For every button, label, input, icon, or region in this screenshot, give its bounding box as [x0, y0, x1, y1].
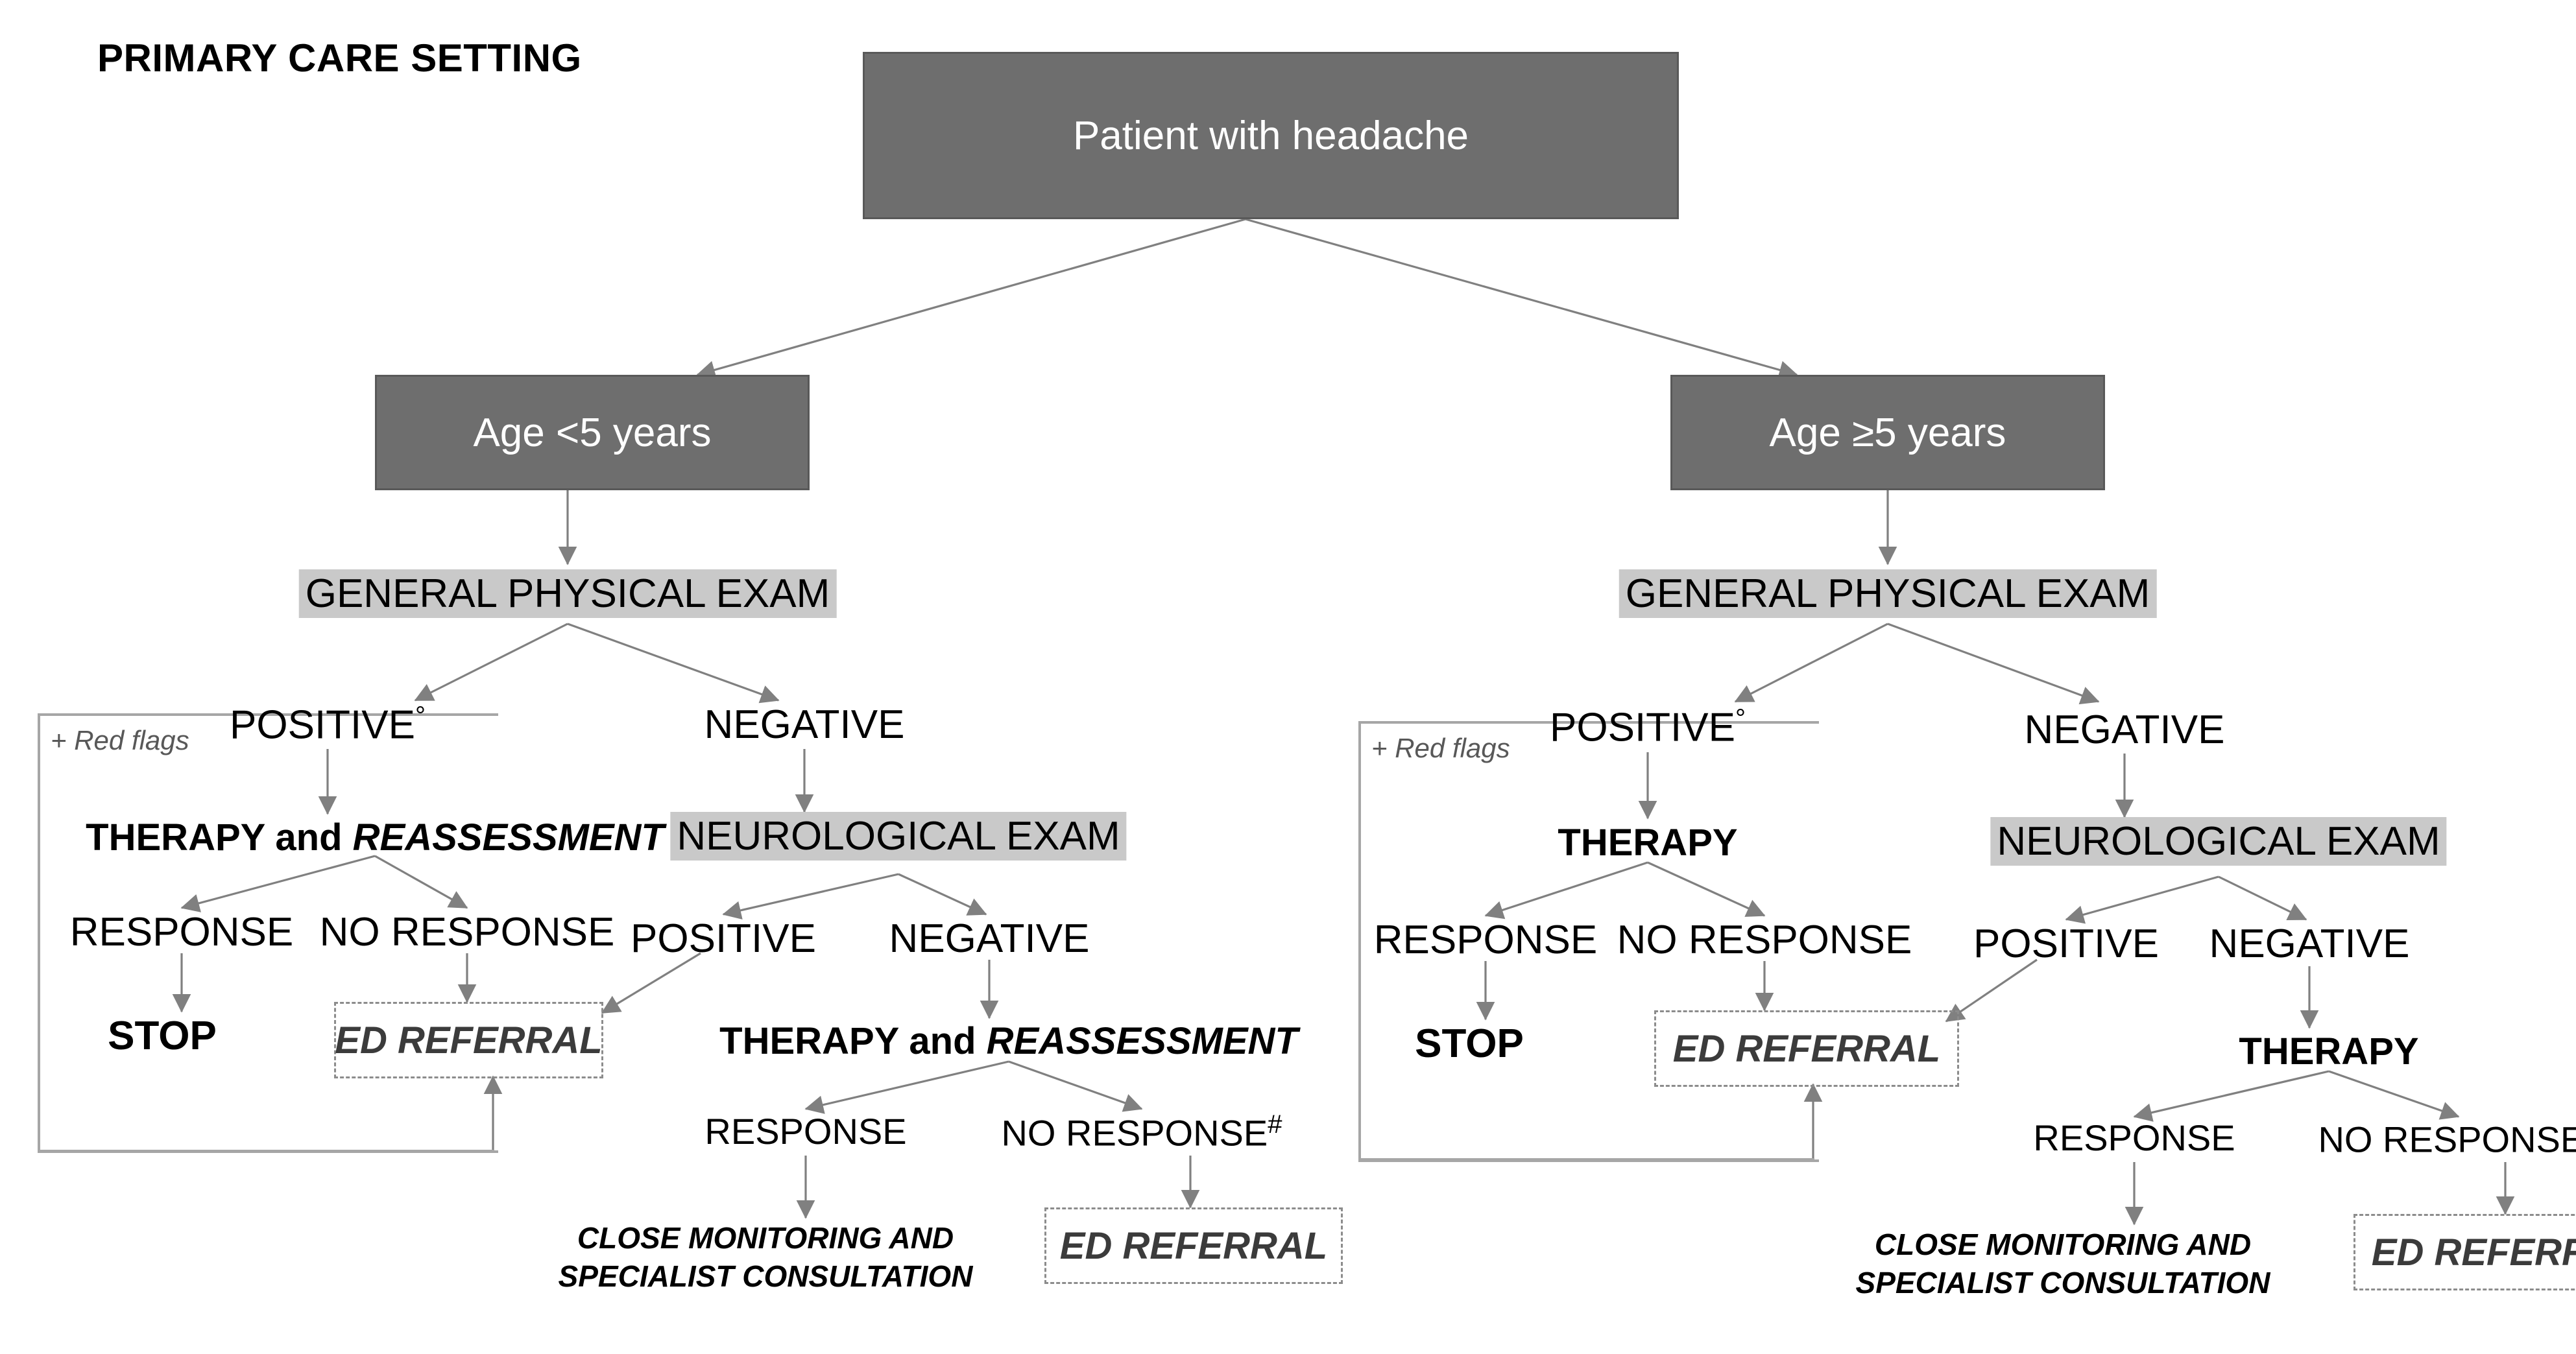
- label-left-neuro-negative: NEGATIVE: [889, 916, 1090, 961]
- right-red-flags-label: + Red flags: [1371, 733, 1510, 763]
- outcome-line-1: CLOSE MONITORING AND: [1874, 1228, 2252, 1261]
- node-label: Age ≥5 years: [1769, 410, 2006, 455]
- node-left-neurological-exam[interactable]: NEUROLOGICAL EXAM: [670, 812, 1127, 861]
- label-right-therapy-no-response: NO RESPONSE: [1617, 918, 1912, 962]
- node-right-final-ed-referral[interactable]: ED REFERRAL: [2353, 1214, 2576, 1290]
- right-red-flags-bracket: [1358, 721, 1819, 1162]
- label-left-final-response: RESPONSE: [704, 1111, 907, 1152]
- page-title: PRIMARY CARE SETTING: [97, 36, 582, 80]
- label-left-therapy-response: RESPONSE: [69, 910, 294, 955]
- node-right-therapy[interactable]: THERAPY: [1558, 822, 1738, 864]
- node-left-ed-referral[interactable]: ED REFERRAL: [334, 1002, 603, 1078]
- node-patient-with-headache[interactable]: Patient with headache: [863, 52, 1679, 219]
- node-label: ED REFERRAL: [1672, 1027, 1941, 1070]
- node-left-neuro-therapy-reassessment[interactable]: THERAPY and REASSESSMENT: [719, 1020, 1298, 1062]
- node-label: NEUROLOGICAL EXAM: [1990, 817, 2447, 866]
- label-right-gpe-positive: POSITIVE°: [1550, 704, 1746, 750]
- label-left-neuro-positive: POSITIVE: [631, 916, 816, 961]
- outcome-line-2: SPECIALIST CONSULTATION: [1855, 1265, 2270, 1300]
- node-label: Age <5 years: [473, 410, 712, 455]
- label-left-therapy-no-response: NO RESPONSE: [319, 910, 615, 955]
- node-label: ED REFERRAL: [1059, 1224, 1328, 1267]
- node-right-stop[interactable]: STOP: [1415, 1021, 1524, 1066]
- node-right-general-physical-exam[interactable]: GENERAL PHYSICAL EXAM: [1619, 569, 2157, 618]
- node-right-neurological-exam[interactable]: NEUROLOGICAL EXAM: [1990, 817, 2447, 866]
- node-label: ED REFERRAL: [2371, 1231, 2576, 1274]
- left-red-flags-bracket: [38, 713, 498, 1153]
- node-label: ED REFERRAL: [335, 1019, 603, 1062]
- label-left-gpe-positive: POSITIVE°: [230, 702, 426, 748]
- node-age-5-and-over[interactable]: Age ≥5 years: [1670, 375, 2105, 490]
- node-right-close-monitoring[interactable]: CLOSE MONITORING AND SPECIALIST CONSULTA…: [1856, 1226, 2270, 1302]
- positive-marker: °: [415, 702, 426, 730]
- node-age-under-5[interactable]: Age <5 years: [375, 375, 810, 490]
- outcome-line-1: CLOSE MONITORING AND: [577, 1221, 954, 1255]
- node-left-general-physical-exam[interactable]: GENERAL PHYSICAL EXAM: [298, 569, 837, 618]
- left-red-flags-label: + Red flags: [51, 725, 189, 755]
- outcome-line-2: SPECIALIST CONSULTATION: [558, 1259, 973, 1293]
- node-left-final-ed-referral[interactable]: ED REFERRAL: [1044, 1207, 1343, 1284]
- label-right-therapy-response: RESPONSE: [1373, 918, 1598, 962]
- label-right-final-no-response: NO RESPONSE#: [2318, 1119, 2576, 1160]
- node-left-close-monitoring[interactable]: CLOSE MONITORING AND SPECIALIST CONSULTA…: [559, 1219, 973, 1296]
- label-right-gpe-negative: NEGATIVE: [2024, 707, 2225, 752]
- label-right-neuro-positive: POSITIVE: [1973, 921, 2159, 966]
- label-left-gpe-negative: NEGATIVE: [704, 702, 905, 747]
- positive-marker: °: [1735, 704, 1746, 733]
- node-label: Patient with headache: [1072, 113, 1469, 158]
- node-left-therapy-reassessment[interactable]: THERAPY and REASSESSMENT: [86, 816, 664, 859]
- node-right-ed-referral[interactable]: ED REFERRAL: [1654, 1010, 1959, 1087]
- node-label: GENERAL PHYSICAL EXAM: [1619, 569, 2157, 618]
- node-label: NEUROLOGICAL EXAM: [670, 812, 1127, 861]
- label-left-final-no-response: NO RESPONSE#: [1001, 1110, 1282, 1154]
- label-right-neuro-negative: NEGATIVE: [2209, 921, 2410, 966]
- node-label: GENERAL PHYSICAL EXAM: [298, 569, 837, 618]
- hash-marker: #: [1268, 1110, 1282, 1139]
- node-left-stop[interactable]: STOP: [108, 1014, 217, 1058]
- node-right-neuro-therapy[interactable]: THERAPY: [2239, 1030, 2419, 1073]
- label-right-final-response: RESPONSE: [2033, 1117, 2235, 1158]
